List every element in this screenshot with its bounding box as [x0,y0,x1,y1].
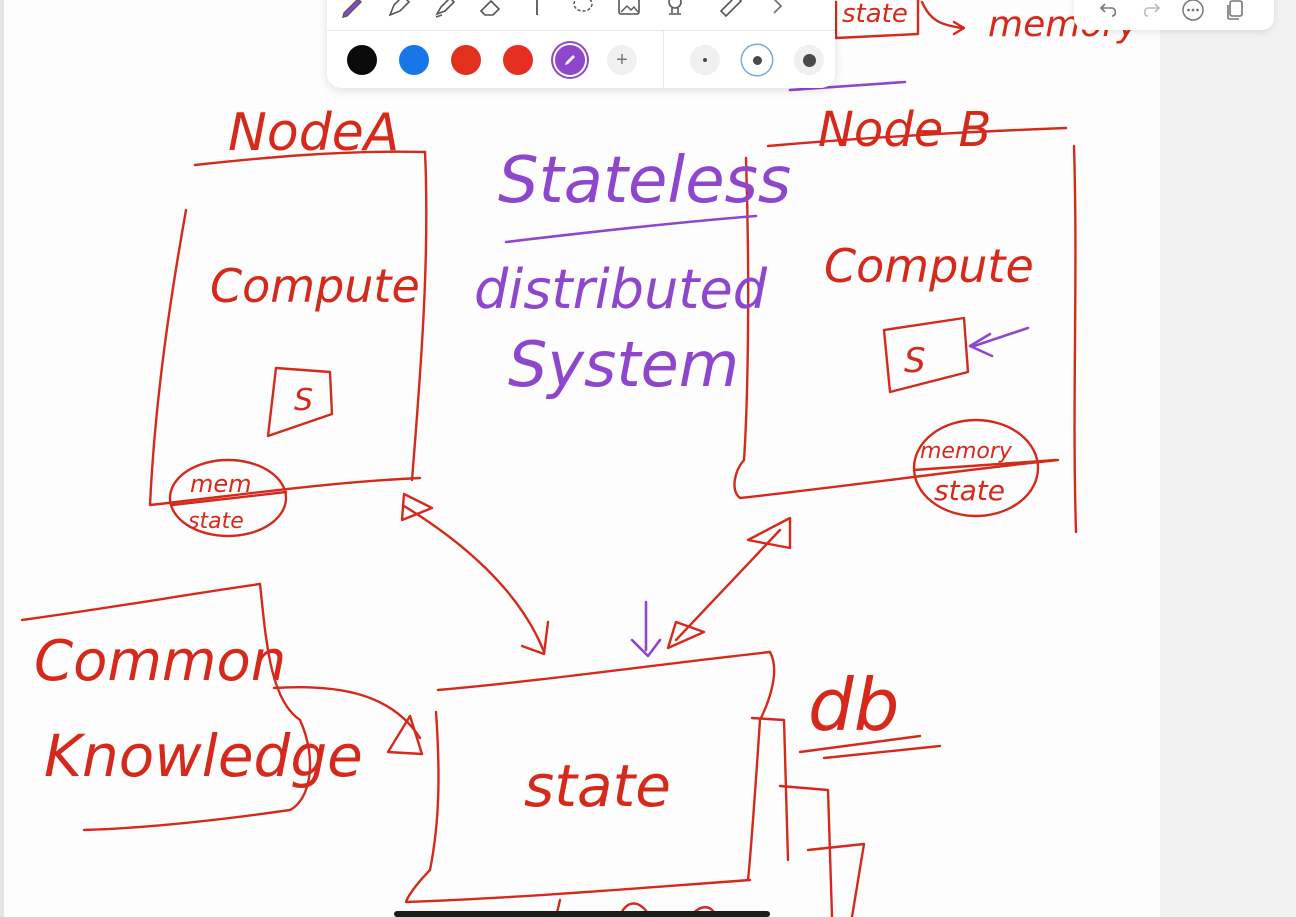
color-red-2-swatch[interactable] [503,45,533,75]
node-b: Node B Compute S memory state [733,102,1078,534]
more-icon[interactable] [1178,0,1208,22]
pen-icon[interactable] [385,0,413,20]
system-text: System [508,328,739,401]
common-knowledge: Common Knowledge [20,582,363,832]
lasso-icon[interactable] [569,0,597,20]
stamp-icon[interactable] [661,0,689,20]
pages-icon[interactable] [1220,0,1250,22]
state-store-text: state [524,752,671,820]
node-a: NodeA Compute S mem state [148,103,428,538]
top-partial-state-text: state [842,0,908,29]
state-store: state [404,650,776,904]
add-color-button[interactable]: + [607,45,637,75]
color-red-swatch[interactable] [451,45,481,75]
node-a-box-label: S [294,383,313,418]
whiteboard-canvas[interactable] [0,0,1160,917]
node-a-state-label: state [188,509,244,534]
home-indicator [394,911,770,917]
pen-edit-icon [565,55,575,65]
db-note: db [750,663,942,917]
color-purple-swatch[interactable] [555,45,585,75]
canvas-left-edge [0,0,4,917]
toolbar-divider-vertical [663,30,664,90]
node-b-title: Node B [818,102,991,158]
stateless-text: Stateless [498,144,791,218]
toolbar-divider [327,30,835,31]
stroke-size-small[interactable] [690,45,720,75]
text-tool-icon[interactable] [523,0,551,20]
color-blue-swatch[interactable] [399,45,429,75]
color-black-swatch[interactable] [347,45,377,75]
knowledge-text: Knowledge [44,722,363,790]
chevron-right-icon[interactable] [763,0,791,20]
arrows [272,492,792,756]
canvas-right-margin [1160,0,1296,917]
node-b-state-label: state [934,474,1005,507]
tool-row [339,0,791,26]
pen-toolbar: + [327,0,835,90]
node-b-box-label: S [904,341,926,381]
node-a-compute-label: Compute [210,259,420,313]
common-text: Common [34,629,286,694]
pencil-icon[interactable] [339,0,367,20]
node-b-compute-label: Compute [824,239,1034,293]
undo-icon[interactable] [1094,0,1124,22]
color-row: + [347,30,824,90]
image-icon[interactable] [615,0,643,20]
stroke-size-medium[interactable] [742,45,772,75]
eraser-icon[interactable] [477,0,505,20]
distributed-text: distributed [474,258,768,321]
redo-icon[interactable] [1136,0,1166,22]
stateless-note: Stateless distributed System [474,144,791,401]
action-bar [1074,0,1274,30]
highlighter-icon[interactable] [431,0,459,20]
node-b-memory-label: memory [920,439,1013,464]
ruler-icon[interactable] [717,0,745,20]
stroke-size-large[interactable] [794,45,824,75]
db-text: db [808,663,899,747]
node-a-mem-label: mem [190,470,252,498]
top-partial-state-box: state [788,0,920,92]
